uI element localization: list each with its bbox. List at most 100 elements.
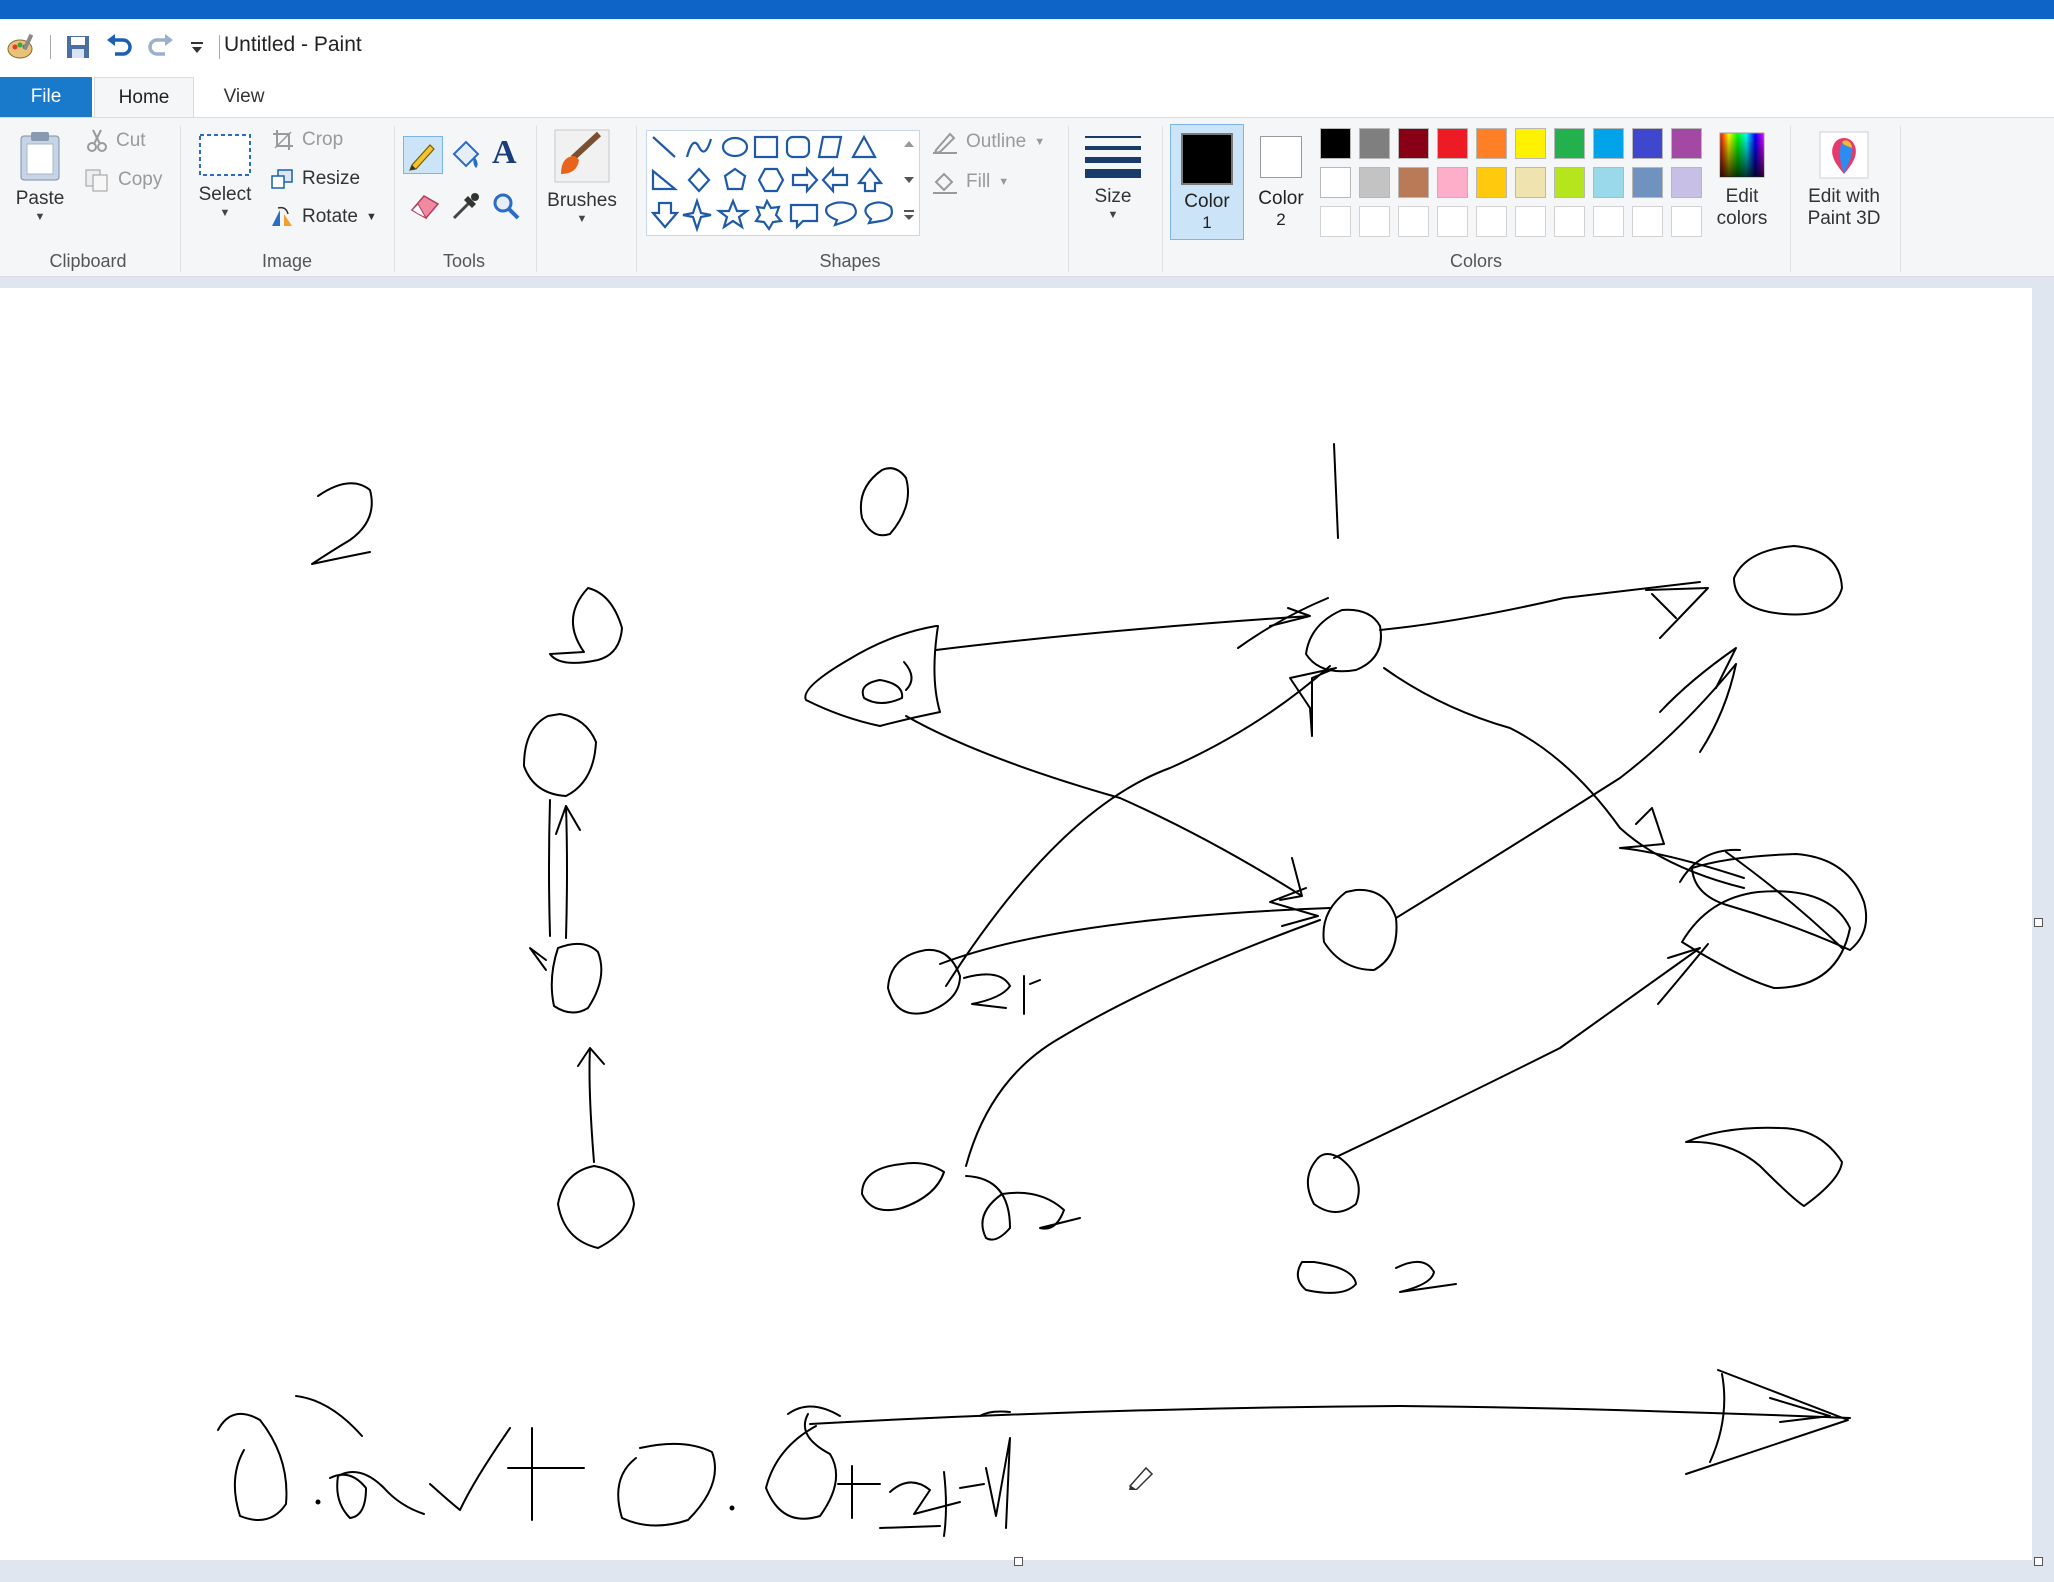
- fill-label: Fill: [966, 171, 991, 192]
- color1-label: Color: [1184, 191, 1230, 212]
- group-separator: [636, 126, 637, 272]
- palette-swatch[interactable]: [1320, 128, 1351, 159]
- group-separator: [536, 126, 537, 272]
- eraser-icon[interactable]: [408, 190, 442, 220]
- edit-colors-button[interactable]: Edit colors: [1706, 130, 1778, 230]
- pencil-icon: [409, 144, 435, 171]
- cut-label: Cut: [116, 130, 146, 151]
- edit-with-paint3d-button[interactable]: Edit with Paint 3D: [1796, 130, 1892, 230]
- brushes-button[interactable]: Brushes ▼: [546, 128, 618, 226]
- palette-swatch[interactable]: [1398, 167, 1429, 198]
- pencil-tool[interactable]: [403, 136, 443, 174]
- paint-app-icon[interactable]: [6, 32, 36, 62]
- palette-swatch[interactable]: [1632, 128, 1663, 159]
- tab-view[interactable]: View: [223, 86, 265, 107]
- fill-bucket-icon[interactable]: [448, 138, 484, 172]
- palette-swatch[interactable]: [1359, 128, 1390, 159]
- palette-swatch[interactable]: [1554, 128, 1585, 159]
- cut-button[interactable]: Cut: [86, 129, 146, 153]
- shapes-gallery[interactable]: [646, 130, 920, 236]
- palette-empty-slot[interactable]: [1632, 206, 1663, 237]
- undo-icon[interactable]: [105, 34, 133, 60]
- window-top-border: [0, 0, 2054, 19]
- color2-label: Color: [1258, 188, 1304, 209]
- color-picker-icon[interactable]: [450, 190, 482, 222]
- palette-empty-slot[interactable]: [1359, 206, 1390, 237]
- color-spectrum-icon: [1719, 132, 1765, 178]
- drawing-canvas[interactable]: [0, 288, 2032, 1560]
- toolbar-separator: [219, 35, 220, 59]
- fill-bucket-icon: [933, 172, 957, 194]
- group-separator: [1900, 126, 1901, 272]
- colors-group-label: Colors: [1449, 251, 1502, 271]
- size-button[interactable]: Size ▼: [1078, 132, 1148, 222]
- palette-empty-slot[interactable]: [1437, 206, 1468, 237]
- palette-swatch[interactable]: [1515, 128, 1546, 159]
- chevron-down-icon: ▼: [998, 176, 1010, 188]
- magnifier-icon[interactable]: [490, 190, 522, 222]
- palette-swatch[interactable]: [1554, 167, 1585, 198]
- palette-empty-slot[interactable]: [1515, 206, 1546, 237]
- color2-number: 2: [1276, 210, 1286, 229]
- resize-handle-bottom[interactable]: [1014, 1557, 1023, 1566]
- tab-file[interactable]: File: [0, 77, 92, 117]
- text-tool-icon[interactable]: A: [492, 134, 517, 171]
- ribbon: Paste ▼ Cut Copy Clipboard Select ▼ Crop: [0, 117, 2054, 277]
- palette-swatch[interactable]: [1398, 128, 1429, 159]
- toolbar-separator: [50, 35, 51, 59]
- save-icon[interactable]: [65, 34, 91, 60]
- palette-swatch[interactable]: [1671, 167, 1702, 198]
- rotate-button[interactable]: Rotate ▼: [270, 206, 377, 228]
- palette-swatch[interactable]: [1437, 128, 1468, 159]
- palette-swatch[interactable]: [1515, 167, 1546, 198]
- outline-label: Outline: [966, 131, 1027, 152]
- resize-handle-right[interactable]: [2034, 918, 2043, 927]
- group-separator: [180, 126, 181, 272]
- palette-swatch[interactable]: [1320, 167, 1351, 198]
- fill-button[interactable]: Fill ▼: [932, 170, 1009, 194]
- resize-handle-corner[interactable]: [2034, 1557, 2043, 1566]
- redo-icon[interactable]: [147, 34, 175, 60]
- color2-button[interactable]: Color 2: [1244, 124, 1318, 240]
- image-group-label: Image: [261, 251, 313, 271]
- group-separator: [394, 126, 395, 272]
- group-separator: [1162, 126, 1163, 272]
- palette-empty-slot[interactable]: [1320, 206, 1351, 237]
- line-width-icon: [1085, 136, 1141, 178]
- resize-button[interactable]: Resize: [270, 168, 360, 190]
- crop-button[interactable]: Crop: [272, 129, 343, 151]
- paint3d-label-1: Edit with: [1808, 186, 1880, 207]
- shapes-expand-icon[interactable]: [902, 208, 916, 222]
- palette-swatch[interactable]: [1632, 167, 1663, 198]
- palette-swatch[interactable]: [1671, 128, 1702, 159]
- palette-swatch[interactable]: [1359, 167, 1390, 198]
- palette-swatch[interactable]: [1476, 128, 1507, 159]
- palette-empty-slot[interactable]: [1593, 206, 1624, 237]
- palette-empty-slot[interactable]: [1671, 206, 1702, 237]
- shapes-scroll-up-icon[interactable]: [902, 138, 916, 150]
- copy-button[interactable]: Copy: [84, 168, 162, 192]
- paste-button[interactable]: Paste ▼: [8, 130, 72, 224]
- window-title: Untitled - Paint: [224, 33, 362, 56]
- chevron-down-icon: ▼: [365, 211, 377, 223]
- palette-swatch[interactable]: [1476, 167, 1507, 198]
- customize-toolbar-icon[interactable]: [189, 39, 205, 55]
- outline-button[interactable]: Outline ▼: [932, 130, 1045, 154]
- shapes-scroll-down-icon[interactable]: [902, 174, 916, 186]
- clipboard-group-label: Clipboard: [49, 251, 127, 271]
- palette-empty-slot[interactable]: [1398, 206, 1429, 237]
- color1-swatch: [1181, 133, 1233, 185]
- chevron-down-icon: ▼: [219, 207, 231, 219]
- group-separator: [1790, 126, 1791, 272]
- palette-swatch[interactable]: [1593, 167, 1624, 198]
- color1-button[interactable]: Color 1: [1170, 124, 1244, 240]
- rotate-label: Rotate: [302, 206, 358, 227]
- select-button[interactable]: Select ▼: [190, 132, 260, 220]
- palette-empty-slot[interactable]: [1554, 206, 1585, 237]
- tab-home[interactable]: Home: [94, 77, 194, 117]
- pencil-cursor-icon: [1128, 1466, 1154, 1490]
- palette-swatch[interactable]: [1437, 167, 1468, 198]
- palette-swatch[interactable]: [1593, 128, 1624, 159]
- palette-empty-slot[interactable]: [1476, 206, 1507, 237]
- edit-colors-label-2: colors: [1716, 208, 1768, 229]
